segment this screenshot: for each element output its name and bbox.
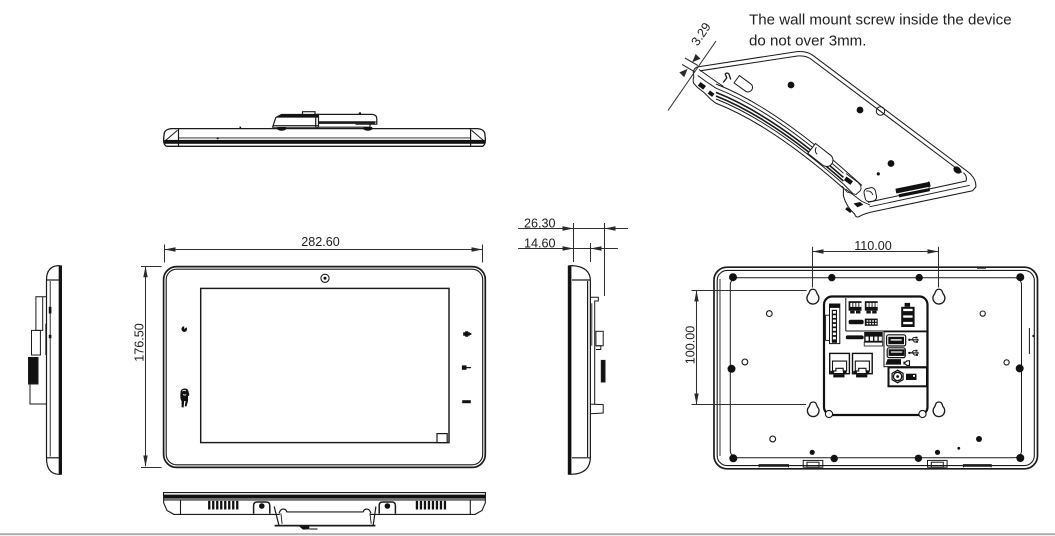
svg-text:282.60: 282.60 bbox=[301, 235, 340, 249]
svg-text:14.60: 14.60 bbox=[524, 237, 556, 251]
svg-text:26.30: 26.30 bbox=[524, 217, 556, 231]
svg-text:do not over 3mm.: do not over 3mm. bbox=[749, 32, 866, 49]
svg-text:The wall mount screw inside th: The wall mount screw inside the device bbox=[749, 12, 1012, 29]
svg-text:100.00: 100.00 bbox=[683, 326, 697, 365]
svg-text:176.50: 176.50 bbox=[132, 323, 146, 362]
svg-text:110.00: 110.00 bbox=[854, 239, 892, 253]
